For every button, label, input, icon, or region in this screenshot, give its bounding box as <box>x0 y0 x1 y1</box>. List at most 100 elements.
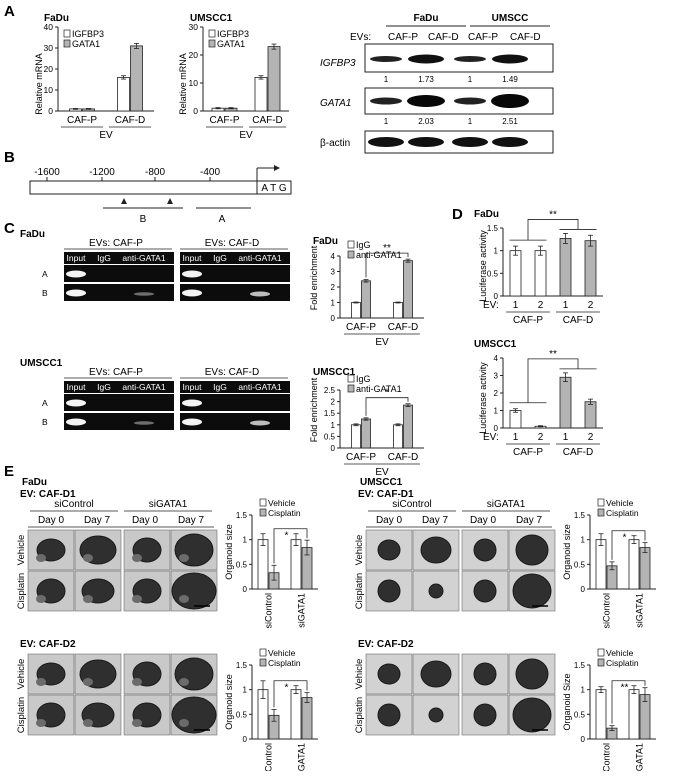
gel-title: EVs: CAF-P <box>89 367 143 378</box>
y-tick-label: 0 <box>243 585 248 594</box>
chart-ylabel: Organoid size <box>224 524 234 580</box>
lane-number: 2 <box>588 300 594 311</box>
gel-lane-label: IgG <box>97 382 111 392</box>
gel-lane-label: Input <box>67 253 87 263</box>
gel-band-input <box>182 399 202 407</box>
lane-number: 1 <box>513 432 519 443</box>
chart-ylabel: Organoid size <box>562 524 572 580</box>
blot-lane-1: CAF-P <box>388 32 418 43</box>
row-label: Vehicle <box>16 535 27 566</box>
gel-lane-label: anti-GATA1 <box>122 382 165 392</box>
y-tick-label: 0 <box>48 106 53 116</box>
legend-label: anti-GATA1 <box>356 250 402 260</box>
legend-swatch <box>597 508 605 517</box>
blot-quant-gata1-2: 2.03 <box>418 117 434 126</box>
row-label: Cisplatin <box>16 697 27 733</box>
gel-band-anti-gata1 <box>134 292 154 296</box>
gel-cell-label: FaDu <box>20 229 45 240</box>
y-tick-label: 1.5 <box>487 224 499 233</box>
gel-title: EVs: CAF-P <box>89 238 143 249</box>
significance-marker: * <box>285 683 289 694</box>
gel-row-label: B <box>42 288 48 298</box>
position-1200: -1200 <box>89 167 115 178</box>
blot-lane-3: CAF-P <box>468 32 498 43</box>
gel-strip <box>180 394 290 411</box>
day-label: Day 7 <box>84 515 111 526</box>
x-category-label: siGATA1 <box>635 743 645 771</box>
panel-letter-e: E <box>4 463 14 480</box>
condition-label: siControl <box>54 499 93 510</box>
day-label: Day 0 <box>376 515 403 526</box>
gel-lane-label: Input <box>183 382 203 392</box>
significance-bracket <box>273 528 308 564</box>
day-label: Day 0 <box>38 515 65 526</box>
row-label: Cisplatin <box>354 573 365 609</box>
legend-label: Cisplatin <box>606 658 639 668</box>
panel-letter-c: C <box>4 220 15 237</box>
legend-swatch <box>259 508 267 517</box>
organoid <box>473 703 497 727</box>
legend-swatch <box>208 39 216 48</box>
panel-letter-b: B <box>4 149 15 166</box>
condition-label: siGATA1 <box>149 499 188 510</box>
blot-band <box>454 97 486 105</box>
chart-a2-title: UMSCC1 <box>190 13 233 24</box>
row-label: Vehicle <box>16 659 27 690</box>
x-category-label: siGATA1 <box>297 593 307 628</box>
organoid <box>171 696 217 734</box>
legend-swatch <box>63 29 71 38</box>
legend-swatch <box>347 384 355 393</box>
organoid <box>512 573 552 609</box>
organoid-debris <box>83 719 93 727</box>
legend-label: Vehicle <box>606 648 634 658</box>
organoid-debris <box>36 554 46 562</box>
gel-cell-label: UMSCC1 <box>20 358 63 369</box>
ev-label: EV: CAF-D1 <box>20 489 76 500</box>
bar <box>509 250 522 297</box>
bar <box>351 302 361 319</box>
significance-bracket <box>527 219 579 241</box>
x-category-label: siGATA1 <box>297 743 307 771</box>
organoid-debris <box>36 595 46 603</box>
significance-bracket <box>527 358 579 403</box>
y-tick-label: 4 <box>331 252 336 261</box>
chart-ylabel: Organoid size <box>224 674 234 730</box>
blot-quant-igfbp3-2: 1.73 <box>418 75 434 84</box>
y-tick-label: 1.5 <box>324 409 336 418</box>
legend-swatch <box>597 648 605 657</box>
y-tick-label: 4 <box>494 354 499 363</box>
blot-lane-2: CAF-D <box>428 32 459 43</box>
lane-number: 1 <box>563 432 569 443</box>
organoid-debris <box>179 554 189 562</box>
blot-band <box>370 97 402 105</box>
lane-number: 1 <box>513 300 519 311</box>
chart-ylabel: Organoid Size <box>562 673 572 730</box>
legend-label: IgG <box>356 374 371 384</box>
x-category-label: CAF-P <box>67 115 97 126</box>
legend-swatch <box>347 374 355 383</box>
x-category-label: CAF-D <box>252 115 283 126</box>
organoid <box>428 583 444 599</box>
y-tick-label: 1 <box>581 686 586 695</box>
chart-c2-ylabel: Fold enrichment <box>309 377 319 442</box>
gel-lane-header <box>64 381 174 393</box>
significance-marker: ** <box>549 209 557 220</box>
bar <box>393 424 403 449</box>
y-tick-label: 0.5 <box>324 432 336 441</box>
bar <box>628 539 640 590</box>
blot-group-fadu: FaDu <box>414 13 439 24</box>
gel-band-input <box>182 418 202 426</box>
organoid <box>171 572 217 610</box>
blot-quant-gata1-3: 1 <box>468 117 473 126</box>
organoid-debris <box>83 554 93 562</box>
x-category-label: siControl <box>602 593 612 629</box>
bar <box>393 302 403 319</box>
bar <box>559 376 572 429</box>
y-tick-label: 1 <box>581 536 586 545</box>
